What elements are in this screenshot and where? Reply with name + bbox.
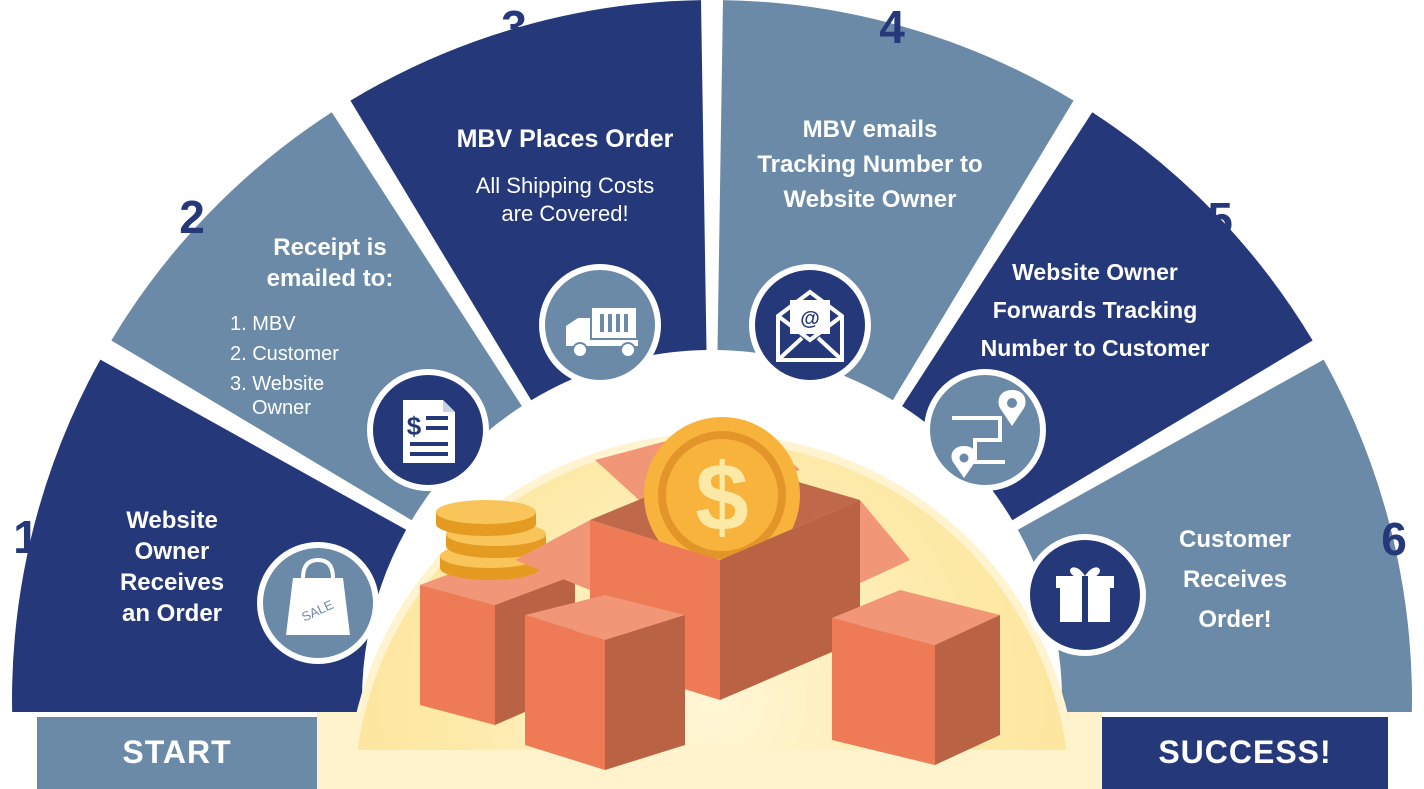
step-3-icon-circle bbox=[539, 264, 661, 386]
bl-box-side bbox=[605, 615, 685, 770]
step-1-title: Website Owner Receives an Order bbox=[119, 507, 225, 627]
recipient-item: 1. MBV bbox=[230, 313, 296, 335]
step-5-icon-circle bbox=[924, 369, 1046, 491]
email-envelope-icon: @ bbox=[776, 289, 844, 362]
delivery-truck-icon bbox=[566, 308, 638, 358]
svg-text:$: $ bbox=[407, 411, 422, 441]
recipient-item: Owner bbox=[252, 397, 311, 419]
receipt-icon: $ bbox=[403, 400, 455, 463]
bottom-left-box bbox=[525, 595, 685, 770]
big-coin bbox=[644, 417, 800, 573]
step-2-recipient-list: 1. MBV 2. Customer 3. Website Owner bbox=[230, 312, 339, 420]
bl-box-top bbox=[525, 595, 685, 640]
step-4-title: MBV emails Tracking Number to Website Ow… bbox=[757, 116, 983, 213]
boxes-illustration: $ bbox=[420, 417, 1000, 770]
step-6-icon-circle bbox=[1024, 534, 1146, 656]
step-number-6: 6 bbox=[1381, 513, 1407, 565]
step-2-title: Receipt is emailed to: bbox=[266, 234, 394, 292]
step-number-3: 3 bbox=[501, 1, 527, 53]
step-number-2: 2 bbox=[179, 191, 205, 243]
step-3-subtitle: All Shipping Costs are Covered! bbox=[475, 173, 655, 226]
step-3-title: MBV Places Order bbox=[456, 125, 674, 153]
success-label: SUCCESS! bbox=[1158, 734, 1332, 770]
start-label: START bbox=[122, 734, 232, 770]
step-number-1: 1 bbox=[13, 511, 39, 563]
right-box-front bbox=[832, 618, 935, 765]
step-6-title: Customer Receives Order! bbox=[1178, 526, 1292, 633]
shopping-bag-icon: SALE bbox=[286, 557, 350, 635]
svg-text:@: @ bbox=[800, 308, 820, 330]
sector-step-1 bbox=[12, 359, 407, 789]
big-box-side bbox=[720, 500, 860, 700]
big-box: $ bbox=[515, 417, 910, 700]
big-coin-inner bbox=[658, 431, 786, 559]
step-4-icon-circle: @ bbox=[749, 264, 871, 386]
success-banner-bg bbox=[1102, 717, 1388, 789]
recipient-item: 2. Customer bbox=[230, 343, 339, 365]
left-box-front bbox=[420, 585, 495, 725]
gift-box-icon bbox=[1056, 567, 1114, 622]
right-box bbox=[832, 590, 1000, 765]
route-map-pin-icon bbox=[951, 390, 1026, 478]
step-2-icon-circle: $ bbox=[367, 369, 489, 491]
recipient-item: 3. Website bbox=[230, 373, 325, 395]
right-box-top bbox=[832, 590, 1000, 645]
bl-box-front bbox=[525, 615, 605, 770]
step-number-5: 5 bbox=[1207, 193, 1233, 245]
right-box-side bbox=[935, 615, 1000, 765]
step-5-title: Website Owner Forwards Tracking Number t… bbox=[980, 259, 1210, 361]
coin-stack bbox=[436, 500, 546, 580]
big-coin-dollar: $ bbox=[695, 444, 748, 551]
step-number-4: 4 bbox=[879, 1, 905, 53]
start-banner-bg bbox=[37, 717, 317, 789]
sector-step-6 bbox=[1017, 359, 1412, 789]
step-1-icon-circle: SALE bbox=[257, 542, 379, 664]
